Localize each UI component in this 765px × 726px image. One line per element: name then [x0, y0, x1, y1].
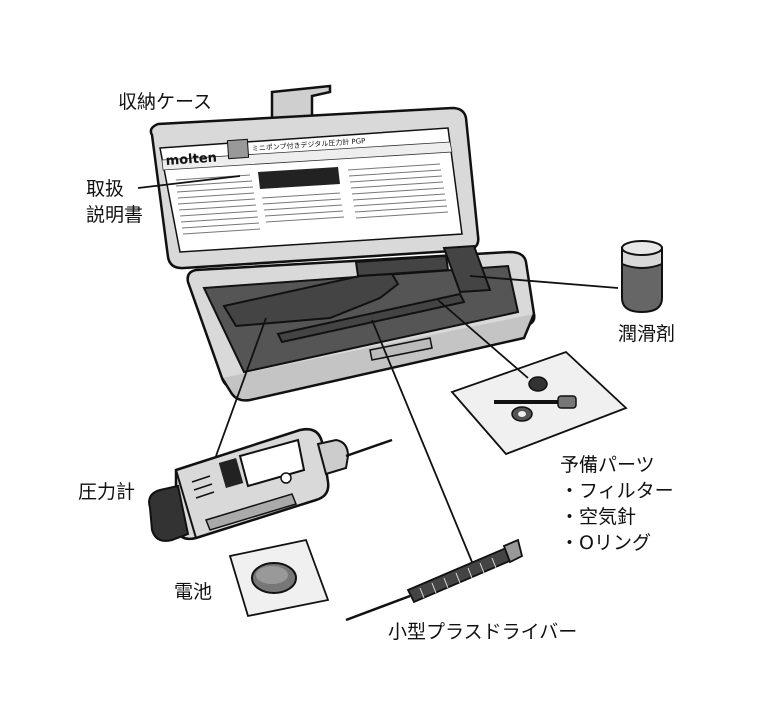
label-spare-filter: ・フィルター — [560, 480, 674, 502]
spare-parts-bag — [450, 350, 628, 456]
label-spare-air-needle: ・空気針 — [560, 506, 637, 528]
gauge-grip — [204, 493, 298, 531]
lubricant-bottle — [621, 240, 663, 314]
pressure-gauge — [148, 428, 393, 542]
gauge-label-strip — [218, 458, 244, 488]
tray-slot-driver — [276, 292, 466, 344]
label-manual-line1: 取扱 — [86, 178, 125, 200]
gauge-button — [280, 472, 292, 484]
label-case: 収納ケース — [118, 91, 213, 113]
manual-header — [161, 141, 453, 171]
label-lubricant: 潤滑剤 — [618, 323, 676, 345]
gauge-needle — [345, 438, 393, 458]
screwdriver-handle — [406, 546, 514, 604]
spare-air-needle-head — [557, 395, 577, 409]
leader-screwdriver — [371, 319, 473, 563]
molten-logo-mark — [226, 138, 250, 160]
screwdriver-cap — [502, 538, 524, 564]
case-brand-text: molten — [165, 150, 217, 169]
leader-manual — [137, 175, 241, 189]
spare-filter — [528, 376, 548, 392]
leader-gauge — [215, 317, 267, 457]
label-battery: 電池 — [174, 581, 213, 603]
case-lid: molten ミニポンプ付きデジタル圧力計 PGP — [149, 84, 480, 270]
leader-lines — [137, 175, 619, 563]
screwdriver-shaft — [345, 594, 411, 622]
leader-lubricant — [469, 275, 619, 289]
label-spare-parts: 予備パーツ ・フィルター ・空気針 ・Oリング — [560, 452, 674, 556]
screwdriver-grip-lines — [419, 557, 497, 599]
label-manual-line2: 説明書 — [86, 204, 144, 226]
gauge-end-cap — [148, 484, 190, 542]
label-screwdriver: 小型プラスドライバー — [388, 621, 578, 643]
screwdriver — [345, 538, 524, 622]
label-spare-parts-title: 予備パーツ — [560, 454, 655, 476]
bottle-cap-top — [621, 240, 663, 256]
tray-slot-upper — [354, 254, 450, 278]
tray-slot-lube — [442, 244, 492, 294]
label-gauge: 圧力計 — [78, 481, 136, 503]
battery-coin-top — [256, 566, 288, 584]
manual-text-lines — [175, 163, 449, 235]
case-base — [186, 244, 536, 402]
leader-spare-parts — [437, 299, 529, 379]
spare-o-ring-hole — [518, 411, 526, 417]
gauge-vent-slots — [191, 475, 215, 499]
label-spare-o-ring: ・Oリング — [560, 532, 651, 554]
label-manual: 取扱 説明書 — [86, 176, 143, 228]
gauge-nozzle — [316, 438, 350, 476]
manual-warning-box — [258, 167, 340, 189]
battery-pack — [228, 538, 330, 618]
